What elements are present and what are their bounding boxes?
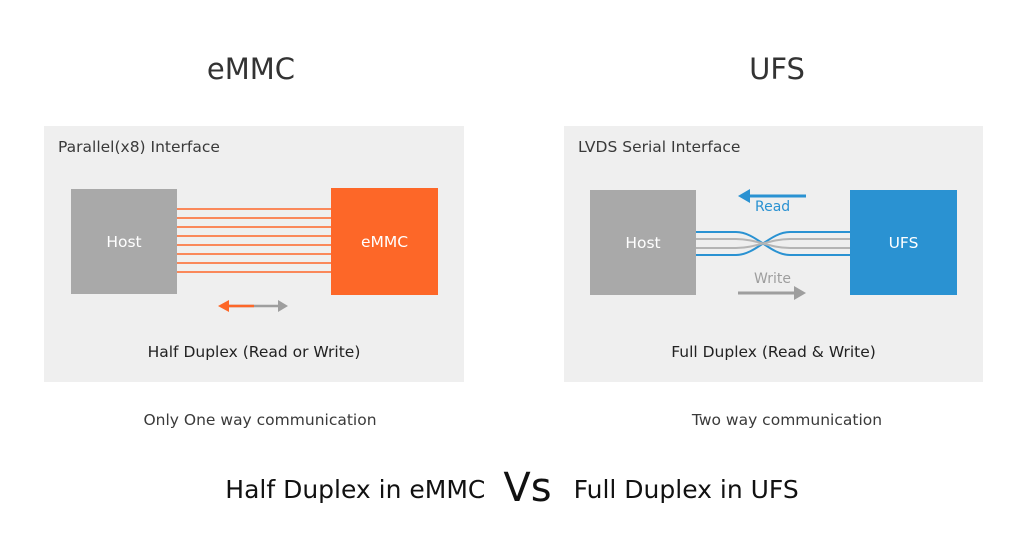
ufs-device-label: UFS <box>888 233 919 252</box>
ufs-read-lane-b <box>696 231 850 256</box>
footer-left-text: Half Duplex in eMMC <box>225 475 486 504</box>
ufs-heading: UFS <box>749 52 805 86</box>
emmc-host-block: Host <box>71 189 177 294</box>
read-arrow-icon <box>738 189 806 203</box>
write-label: Write <box>754 271 791 287</box>
ufs-read-lane-a <box>696 231 850 256</box>
comparison-footer: Half Duplex in eMMC Vs Full Duplex in UF… <box>0 466 1024 510</box>
footer-right-text: Full Duplex in UFS <box>573 475 799 504</box>
emmc-device-block: eMMC <box>331 188 438 295</box>
emmc-caption: Only One way communication <box>143 411 377 429</box>
emmc-parallel-bus <box>177 208 331 312</box>
write-arrow-icon <box>738 286 806 300</box>
emmc-parallel-lines <box>177 208 331 273</box>
arrow-head-right <box>278 300 288 312</box>
ufs-device-block: UFS <box>850 190 957 295</box>
ufs-host-block: Host <box>590 190 696 295</box>
emmc-host-label: Host <box>106 232 142 251</box>
arrow-head-left <box>218 300 229 312</box>
ufs-serial-lanes <box>696 189 850 300</box>
ufs-host-label: Host <box>625 233 661 252</box>
emmc-panel-title: Parallel(x8) Interface <box>58 138 220 156</box>
emmc-bidirectional-arrow-icon <box>218 300 288 312</box>
ufs-panel-title: LVDS Serial Interface <box>578 138 741 156</box>
ufs-caption: Two way communication <box>691 411 883 429</box>
ufs-write-lane-b <box>696 238 850 249</box>
emmc-duplex-label: Half Duplex (Read or Write) <box>147 343 361 361</box>
emmc-device-label: eMMC <box>360 232 409 251</box>
footer-vs-text: Vs <box>503 465 552 511</box>
read-label: Read <box>755 199 791 215</box>
emmc-panel: Parallel(x8) Interface Host eMMC Half Du… <box>44 126 464 382</box>
ufs-duplex-label: Full Duplex (Read & Write) <box>671 343 876 361</box>
emmc-heading: eMMC <box>206 52 296 86</box>
ufs-panel: LVDS Serial Interface Host UFS Read Writ… <box>564 126 983 382</box>
